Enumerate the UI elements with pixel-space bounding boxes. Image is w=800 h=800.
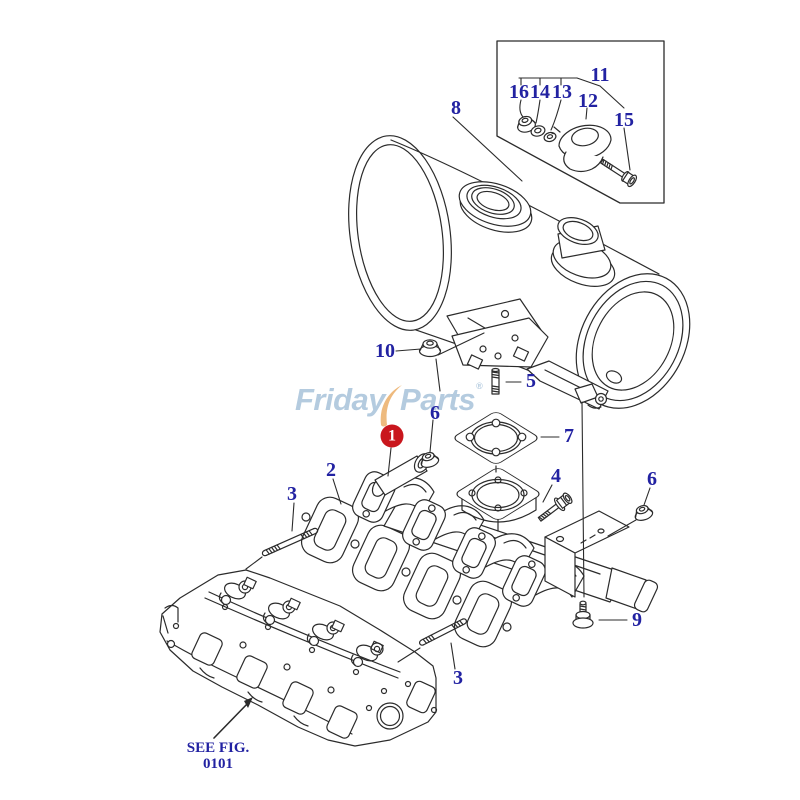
muffler-mount-bracket: [446, 298, 549, 370]
stud-5: [491, 367, 500, 395]
inset-border: [496, 40, 665, 204]
stud-3a: [261, 527, 319, 557]
muffler-port: [458, 181, 533, 233]
flange-gasket: [454, 412, 538, 473]
support-bracket: [544, 510, 630, 598]
cylinder-head: [159, 569, 438, 747]
stud-3b: [419, 618, 467, 646]
clamp-12: [553, 124, 612, 173]
hardware-parts: [261, 339, 655, 646]
see-fig-line2: 0101: [203, 756, 233, 772]
see-fig-line1: SEE FIG.: [186, 740, 250, 756]
nut-16: [516, 115, 536, 133]
bolt-4: [537, 492, 573, 522]
bolt-15: [600, 158, 638, 188]
exhaust-manifold: [348, 467, 659, 613]
detail-inset: [496, 40, 665, 204]
see-fig-note: SEE FIG. 0101: [187, 740, 250, 772]
inset-leader-lines: [518, 77, 631, 171]
lock-washer-13: [543, 131, 557, 143]
exhaust-manifold-gasket: [300, 496, 513, 648]
muffler: [348, 135, 691, 410]
flange-nut-6b: [631, 502, 655, 523]
muffler-outlet-ring: [575, 273, 691, 409]
flange-nut-10: [418, 339, 442, 358]
see-fig-arrow: [213, 697, 253, 739]
leader-lines: [213, 116, 651, 739]
washer-14: [530, 125, 546, 137]
muffler-strap: [526, 360, 609, 410]
bolt-9: [572, 600, 594, 629]
muffler-inlet-stub: [550, 217, 616, 287]
